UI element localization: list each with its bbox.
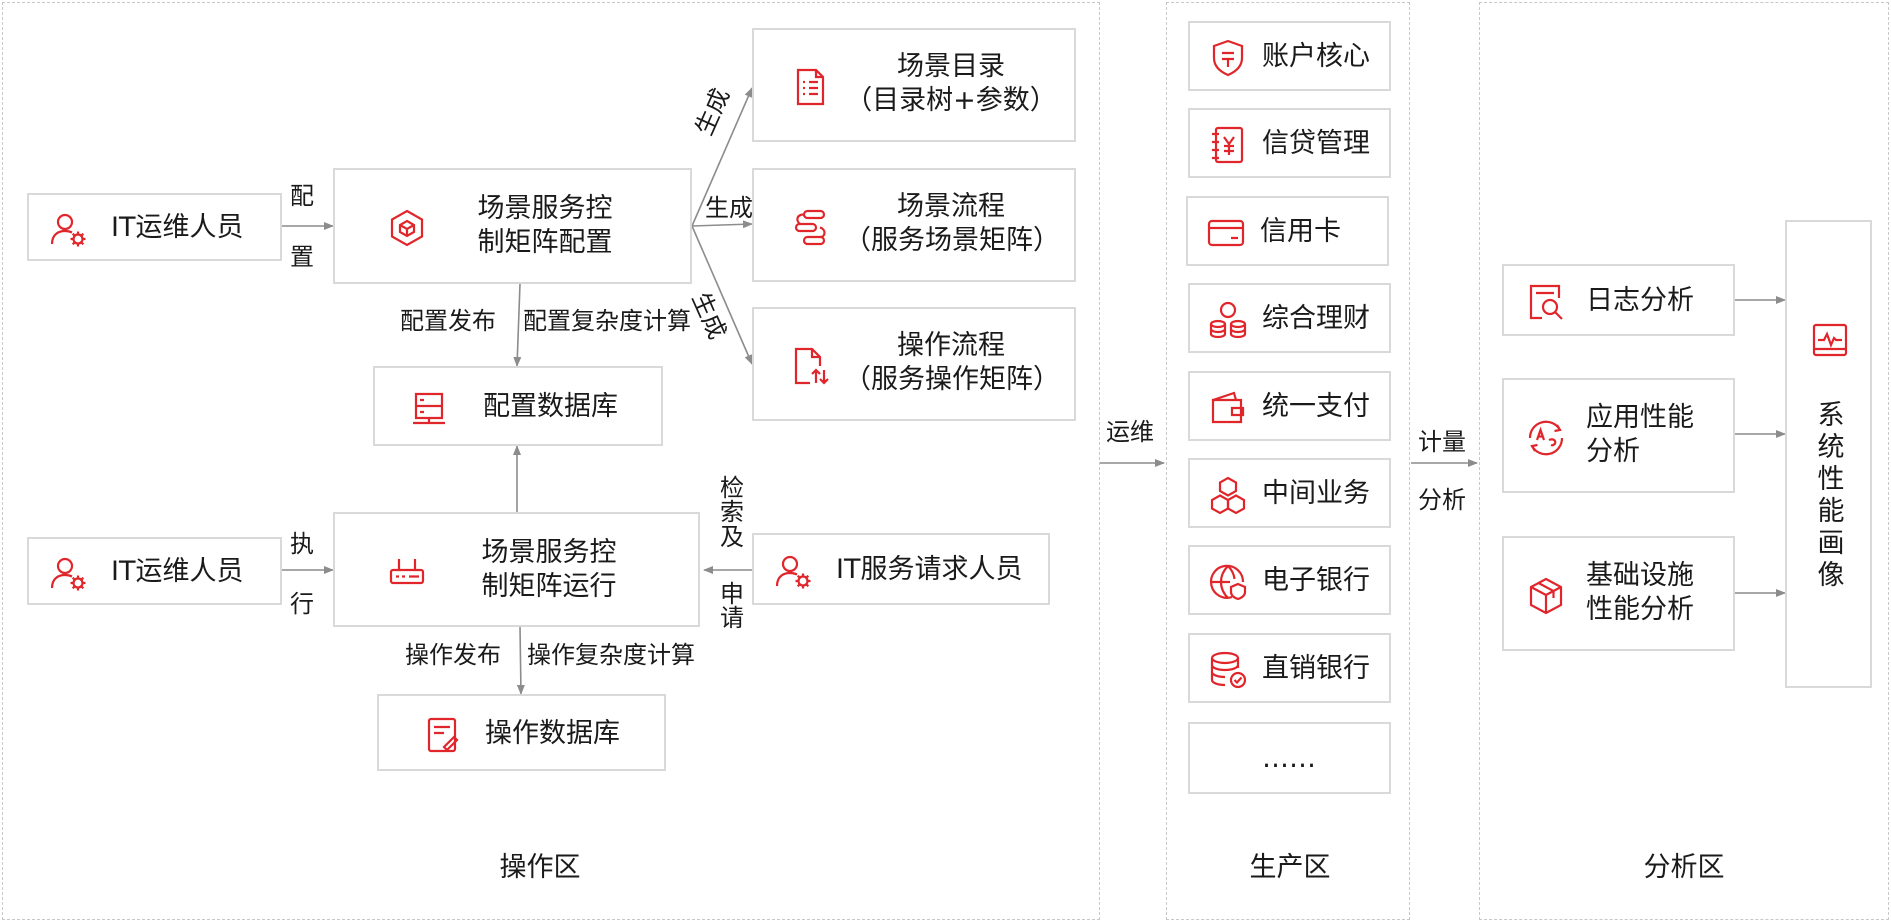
router-icon — [387, 552, 427, 592]
arrow-to-scene-flow — [691, 220, 753, 229]
exec-label-top: 执 — [290, 530, 314, 558]
it-service-requester-box[interactable]: IT服务请求人员 — [752, 533, 1050, 605]
production-item-label: 电子银行 — [1262, 565, 1370, 596]
operation-zone-title: 操作区 — [499, 852, 581, 883]
config-database-label: 配置数据库 — [483, 391, 618, 422]
production-item-more[interactable]: …… — [1188, 722, 1391, 794]
shield-icon — [1208, 38, 1248, 78]
it-ops-staff-label-1: IT运维人员 — [111, 212, 244, 243]
operation-zone — [2, 2, 1100, 920]
config-complexity-label: 配置复杂度计算 — [523, 307, 691, 335]
production-item-credit-card[interactable]: 信用卡 — [1186, 196, 1389, 266]
exec-label-bottom: 行 — [290, 590, 314, 618]
config-publish-label: 配置发布 — [400, 307, 496, 335]
hexagon-cube-icon — [387, 208, 427, 248]
it-ops-staff-box-2[interactable]: IT运维人员 — [27, 537, 282, 605]
scene-catalog-label: 场景目录 （目录树+参数） — [845, 51, 1057, 116]
production-item-label: 直销银行 — [1262, 653, 1370, 684]
database-check-icon — [1208, 650, 1248, 690]
user-gear-icon — [49, 553, 89, 593]
production-item-credit-management[interactable]: 信贷管理 — [1188, 108, 1391, 178]
coins-icon — [1208, 300, 1248, 340]
scene-catalog-box[interactable]: 场景目录 （目录树+参数） — [752, 28, 1076, 142]
server-db-icon — [409, 388, 449, 428]
op-flow-label: 操作流程 （服务操作矩阵） — [844, 330, 1060, 395]
box-3d-icon — [1526, 576, 1566, 616]
measure-link-label: 计量 — [1418, 428, 1466, 456]
production-item-label: 统一支付 — [1262, 391, 1370, 422]
config-label-bottom: 置 — [290, 243, 314, 271]
arrow-to-op-flow — [691, 225, 753, 365]
operation-database-label: 操作数据库 — [485, 718, 620, 749]
arrow-run-to-opdb — [516, 626, 525, 695]
monitor-pulse-icon — [1810, 320, 1850, 360]
infra-perf-analysis-box[interactable]: 基础设施 性能分析 — [1502, 536, 1735, 651]
system-performance-profile-label: 系 统 性 能 画 像 — [1817, 400, 1845, 591]
ops-link-label: 运维 — [1106, 418, 1154, 446]
translate-icon — [1526, 418, 1566, 458]
it-service-requester-label: IT服务请求人员 — [836, 554, 1023, 585]
analysis-zone-title: 分析区 — [1643, 852, 1725, 883]
production-item-e-banking[interactable]: 电子银行 — [1188, 545, 1391, 615]
analyze-link-label: 分析 — [1418, 486, 1466, 514]
flow-chain-icon — [790, 207, 830, 247]
scene-matrix-run-label: 场景服务控 制矩阵运行 — [481, 537, 617, 602]
production-item-intermediate-business[interactable]: 中间业务 — [1188, 458, 1391, 528]
log-analysis-label: 日志分析 — [1586, 285, 1694, 316]
op-publish-label: 操作发布 — [405, 641, 501, 669]
app-perf-analysis-label: 应用性能 分析 — [1586, 402, 1694, 467]
production-item-label: 中间业务 — [1262, 478, 1370, 509]
user-gear-icon — [774, 551, 814, 591]
production-item-wealth-management[interactable]: 综合理财 — [1188, 283, 1391, 353]
production-item-label: 综合理财 — [1262, 303, 1370, 334]
scene-matrix-run-box[interactable]: 场景服务控 制矩阵运行 — [333, 512, 700, 627]
production-item-label: …… — [1262, 743, 1316, 774]
it-ops-staff-box-1[interactable]: IT运维人员 — [27, 193, 282, 261]
config-database-box[interactable]: 配置数据库 — [373, 366, 663, 446]
production-item-label: 信贷管理 — [1262, 128, 1370, 159]
op-flow-box[interactable]: 操作流程 （服务操作矩阵） — [752, 307, 1076, 421]
user-gear-icon — [49, 209, 89, 249]
globe-shield-icon — [1208, 562, 1248, 602]
production-item-direct-banking[interactable]: 直销银行 — [1188, 633, 1391, 703]
search-report-icon — [1526, 282, 1566, 322]
config-label-top: 配 — [290, 182, 314, 210]
production-item-account-core[interactable]: 账户核心 — [1188, 21, 1391, 91]
arrow-config-to-db — [513, 283, 522, 367]
production-item-label: 账户核心 — [1262, 41, 1370, 72]
app-perf-analysis-box[interactable]: 应用性能 分析 — [1502, 378, 1735, 493]
production-zone — [1166, 2, 1410, 920]
edit-document-icon — [423, 715, 463, 755]
wallet-icon — [1208, 388, 1248, 428]
infra-perf-analysis-label: 基础设施 性能分析 — [1586, 560, 1694, 625]
scene-flow-label: 场景流程 （服务场景矩阵） — [844, 191, 1060, 256]
scene-matrix-config-box[interactable]: 场景服务控 制矩阵配置 — [333, 168, 692, 284]
analysis-zone — [1479, 2, 1889, 920]
scene-matrix-config-label: 场景服务控 制矩阵配置 — [477, 193, 613, 258]
it-ops-staff-label-2: IT运维人员 — [111, 556, 244, 587]
system-performance-profile-box[interactable]: 系 统 性 能 画 像 — [1785, 220, 1872, 688]
cubes-icon — [1208, 475, 1248, 515]
arrow-to-catalog — [691, 87, 753, 227]
ledger-yen-icon — [1208, 125, 1248, 165]
production-zone-title: 生产区 — [1249, 852, 1331, 883]
scene-flow-box[interactable]: 场景流程 （服务场景矩阵） — [752, 168, 1076, 282]
generate-label-2: 生成 — [705, 194, 753, 222]
op-complexity-label: 操作复杂度计算 — [527, 641, 695, 669]
production-item-unified-payment[interactable]: 统一支付 — [1188, 371, 1391, 441]
file-transfer-icon — [790, 346, 830, 386]
operation-database-box[interactable]: 操作数据库 — [377, 694, 666, 771]
list-document-icon — [790, 67, 830, 107]
log-analysis-box[interactable]: 日志分析 — [1502, 264, 1735, 336]
production-item-label: 信用卡 — [1260, 216, 1341, 247]
credit-card-icon — [1206, 213, 1246, 253]
